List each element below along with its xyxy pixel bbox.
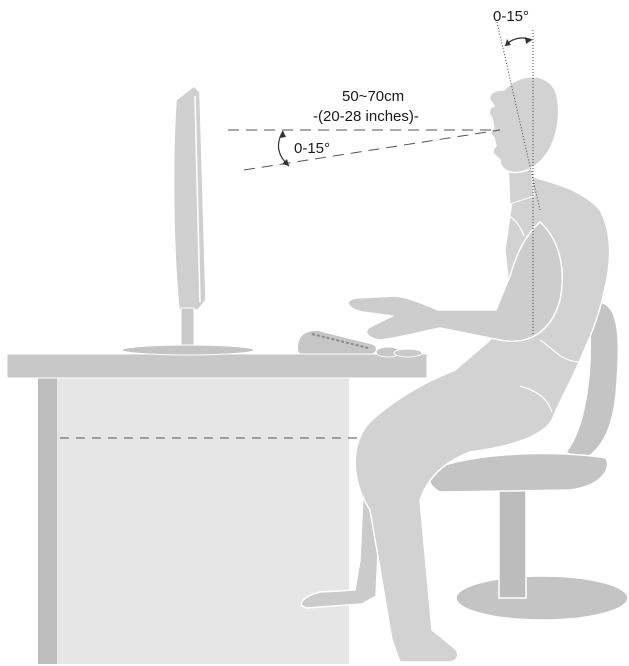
keyboard xyxy=(297,330,376,354)
monitor-neck xyxy=(181,308,194,348)
desk-drawer-front xyxy=(57,378,349,664)
head-tilt-arrow-head-right xyxy=(525,37,532,44)
desk-top xyxy=(7,354,427,378)
head-tilt-arrow-head-left xyxy=(505,39,511,46)
person-arm xyxy=(348,222,562,341)
gaze-arrow-head-top xyxy=(279,131,286,138)
monitor-screen xyxy=(174,86,206,310)
desk-left-side xyxy=(38,378,57,664)
gaze-angle-label: 0-15° xyxy=(294,140,330,157)
monitor-base xyxy=(122,345,254,355)
mouse-pad xyxy=(394,349,422,357)
person-head xyxy=(489,77,558,173)
ergonomic-guides xyxy=(228,22,540,335)
chair-base xyxy=(456,576,628,620)
monitor xyxy=(122,86,254,355)
head-tilt-label: 0-15° xyxy=(493,8,529,25)
distance-imperial-label: -(20-28 inches)- xyxy=(313,108,419,125)
distance-metric-label: 50~70cm xyxy=(342,88,404,105)
